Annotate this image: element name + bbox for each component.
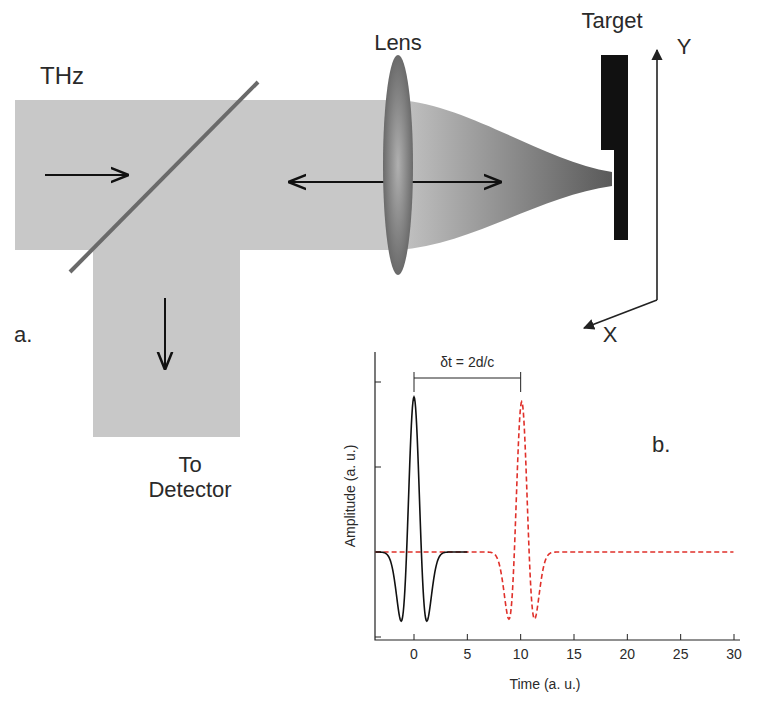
focused-beam	[398, 100, 612, 250]
axis-label: Y	[677, 34, 692, 59]
bracket-line	[414, 378, 521, 379]
y-tick	[375, 382, 381, 383]
x-tick	[467, 634, 468, 640]
tick-label: 5	[463, 646, 471, 662]
x-axis-arrow	[584, 300, 657, 328]
x-tick	[627, 634, 628, 640]
y-tick	[375, 637, 381, 638]
bracket-line	[414, 372, 415, 392]
panel-label: a.	[14, 322, 32, 347]
beam-label: THz	[40, 62, 84, 90]
tick-label: 25	[673, 646, 689, 662]
bracket-line	[520, 372, 521, 392]
axis-title: Amplitude (a. u.)	[342, 445, 358, 548]
x-tick	[680, 634, 681, 640]
y-tick	[375, 467, 381, 468]
chart	[375, 352, 740, 640]
beam-arrow	[164, 298, 166, 368]
reflected-beam	[93, 248, 240, 437]
tick-label: 30	[726, 646, 742, 662]
detector-label: To Detector	[140, 452, 240, 503]
x-tick	[574, 634, 575, 640]
x-tick	[414, 634, 415, 640]
tick-label: 0	[410, 646, 418, 662]
reflected-pulse	[376, 402, 734, 619]
tick-label: 15	[566, 646, 582, 662]
y-axis-arrow	[656, 50, 658, 300]
target-label: Target	[581, 8, 642, 33]
reference-pulse	[376, 397, 468, 621]
tick-label: 10	[513, 646, 529, 662]
lens-label: Lens	[374, 30, 422, 55]
beam-splitter	[70, 82, 258, 272]
delay-label: δt = 2d/c	[440, 354, 494, 370]
x-tick	[734, 634, 735, 640]
tick-label: 20	[620, 646, 636, 662]
axis-title: Time (a. u.)	[509, 676, 580, 692]
thz-beam	[15, 100, 400, 250]
lens	[383, 55, 413, 275]
axis-label: X	[603, 322, 618, 347]
beam-arrow	[45, 174, 127, 176]
x-tick	[520, 634, 521, 640]
panel-label: b.	[652, 432, 670, 457]
target	[601, 55, 628, 240]
chart-axes	[375, 352, 740, 640]
